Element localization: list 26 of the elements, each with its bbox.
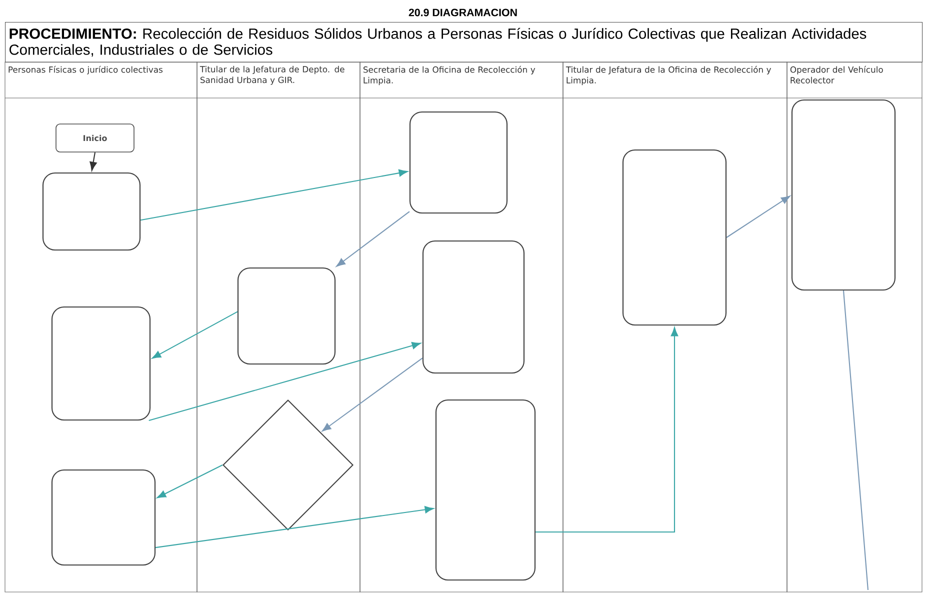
arrow: [148, 342, 421, 422]
swimlane: Secretaria de la Oficina de Recolección y Limpia.: [360, 62, 564, 592]
process-box: [42, 172, 141, 251]
arrow: [336, 211, 410, 267]
swimlane: Operador del Vehículo Recolector: [786, 62, 922, 592]
process-box: [51, 306, 151, 421]
process-box: [51, 469, 156, 566]
section-heading: 20.9 DIAGRAMACION: [408, 8, 517, 16]
start-box: Inicio: [56, 124, 134, 152]
process-box: [435, 399, 536, 581]
arrow: [536, 327, 678, 533]
arrow: [90, 152, 97, 171]
process-box: [409, 111, 508, 214]
process-box: [791, 99, 896, 291]
arrow: [140, 169, 408, 221]
procedure-title: PROCEDIMIENTO: Recolección de Residuos Sólidos Urbanos a Personas Físicas o Jurídico Colectivas que Realizan Actividades Comerciales, Industriales o de Servicios: [5, 22, 923, 63]
arrow: [156, 464, 223, 498]
arrow: [322, 358, 423, 432]
swimlane: Titular de la Jefatura de Depto. de Sanidad Urbana y GIR.: [196, 62, 360, 592]
process-box: [422, 240, 525, 374]
process-box: [237, 267, 336, 365]
arrow: [726, 196, 790, 238]
arrow: [152, 311, 238, 359]
arrow: [155, 506, 434, 548]
process-box: [622, 149, 727, 326]
swimlane: Titular de Jefatura de la Oficina de Recolección y Limpia.: [562, 62, 788, 592]
